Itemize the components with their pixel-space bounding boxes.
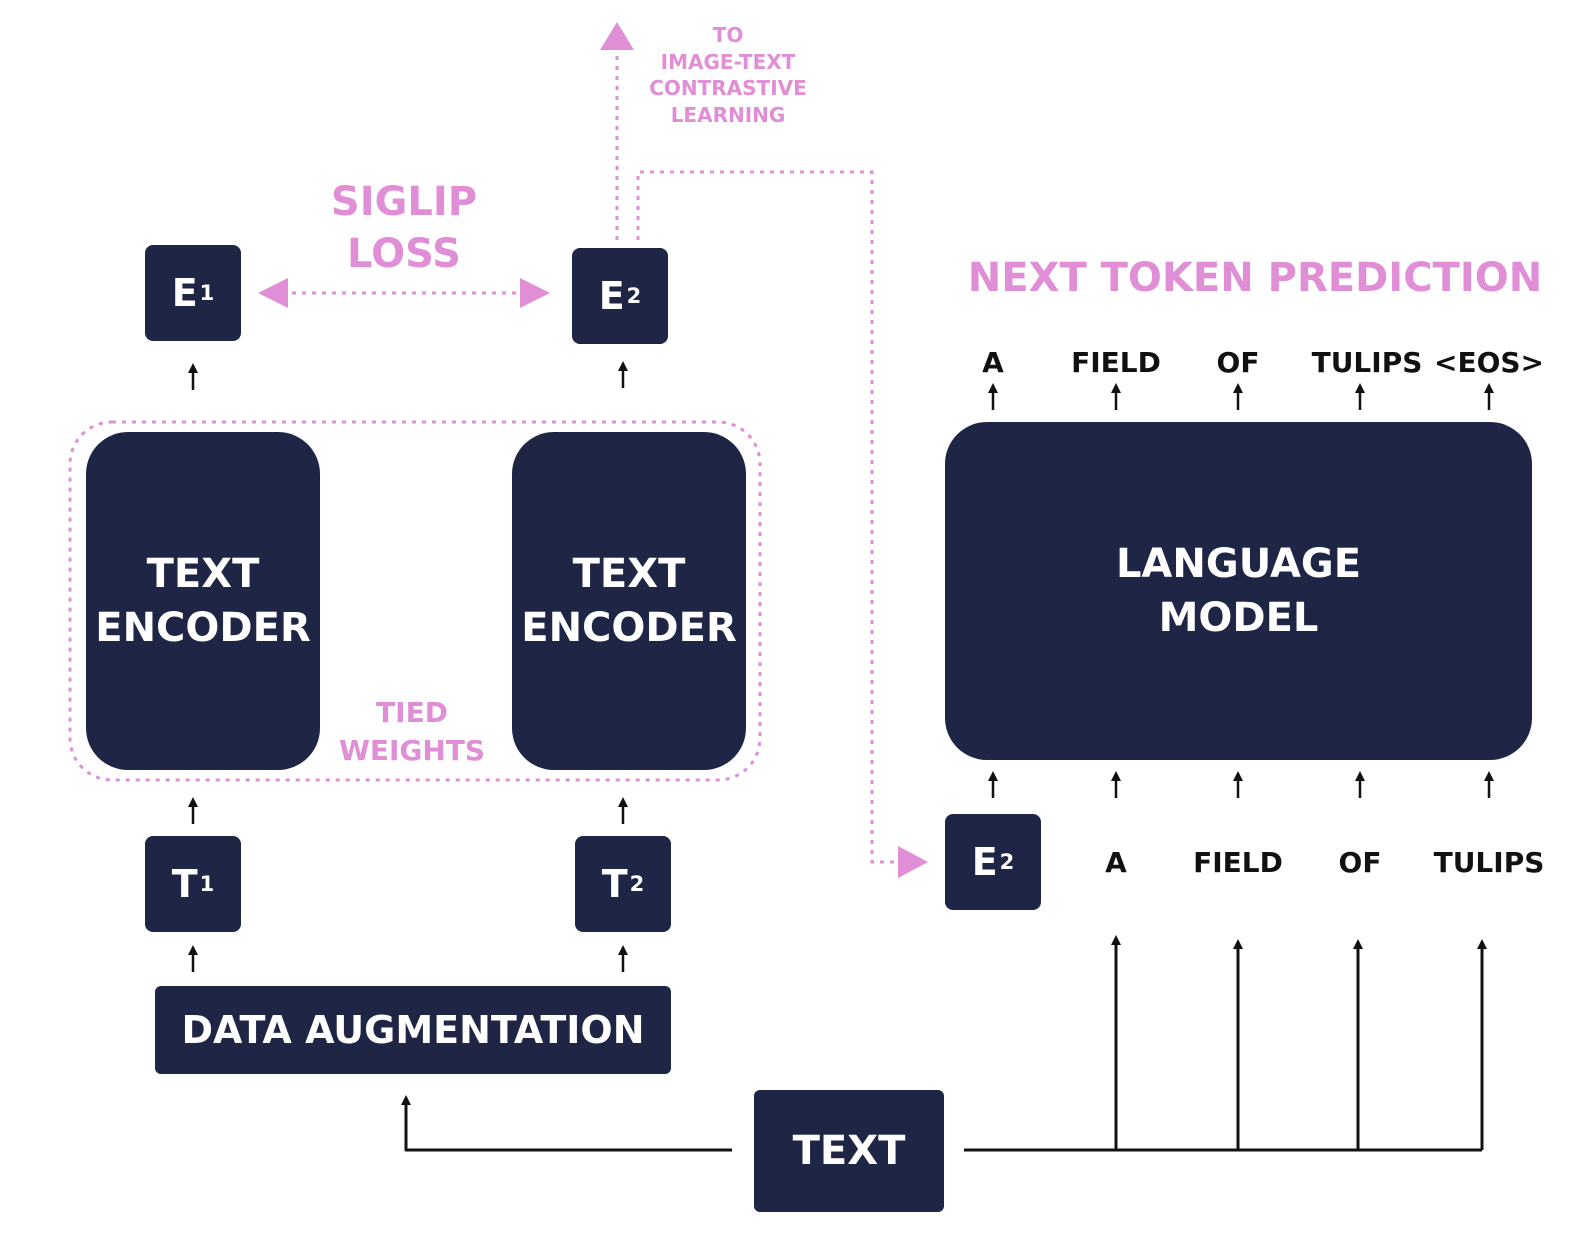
text-encoder-right: TEXT ENCODER [512,432,746,770]
embedding-e1-letter: E [171,271,198,315]
next-token-prediction-title: NEXT TOKEN PREDICTION [967,255,1543,301]
prefix-embedding-index: 2 [999,850,1015,874]
embedding-e2-letter: E [598,274,625,318]
output-token-5: <EOS> [1433,346,1545,379]
text-source-box: TEXT [754,1090,944,1212]
embedding-e1-index: 1 [199,281,215,305]
input-token-2: FIELD [1193,846,1283,879]
text-encoder-left: TEXT ENCODER [86,432,320,770]
token-t1-index: 1 [199,872,215,896]
e2-route-head [898,846,928,878]
data-augmentation-box: DATA AUGMENTATION [155,986,671,1074]
output-token-2: FIELD [1071,346,1161,379]
siglip-loss-label: SIGLIP LOSS [330,179,478,277]
embedding-e2-index: 2 [626,284,642,308]
token-t2-letter: T [601,862,628,906]
token-t1-letter: T [171,862,198,906]
output-token-1: A [982,346,1004,379]
siglip-arrow-right-head [520,278,550,308]
token-t2-index: 2 [629,872,645,896]
contrastive-arrow-head [600,22,634,50]
siglip-arrow-left-head [258,278,288,308]
input-token-3: OF [1338,846,1382,879]
language-model-box: LANGUAGE MODEL [945,422,1532,760]
contrastive-learning-label: TO IMAGE-TEXT CONTRASTIVE LEARNING [649,23,807,127]
input-token-1: A [1105,846,1127,879]
tied-weights-label: TIED WEIGHTS [338,696,486,767]
output-token-4: TULIPS [1311,346,1423,379]
tied-weights-frame [68,420,762,782]
text-to-augmentation-line [401,1095,732,1152]
e2-route-line [636,170,898,864]
prefix-embedding-letter: E [971,840,998,884]
output-token-3: OF [1216,346,1260,379]
input-token-4: TULIPS [1433,846,1545,879]
